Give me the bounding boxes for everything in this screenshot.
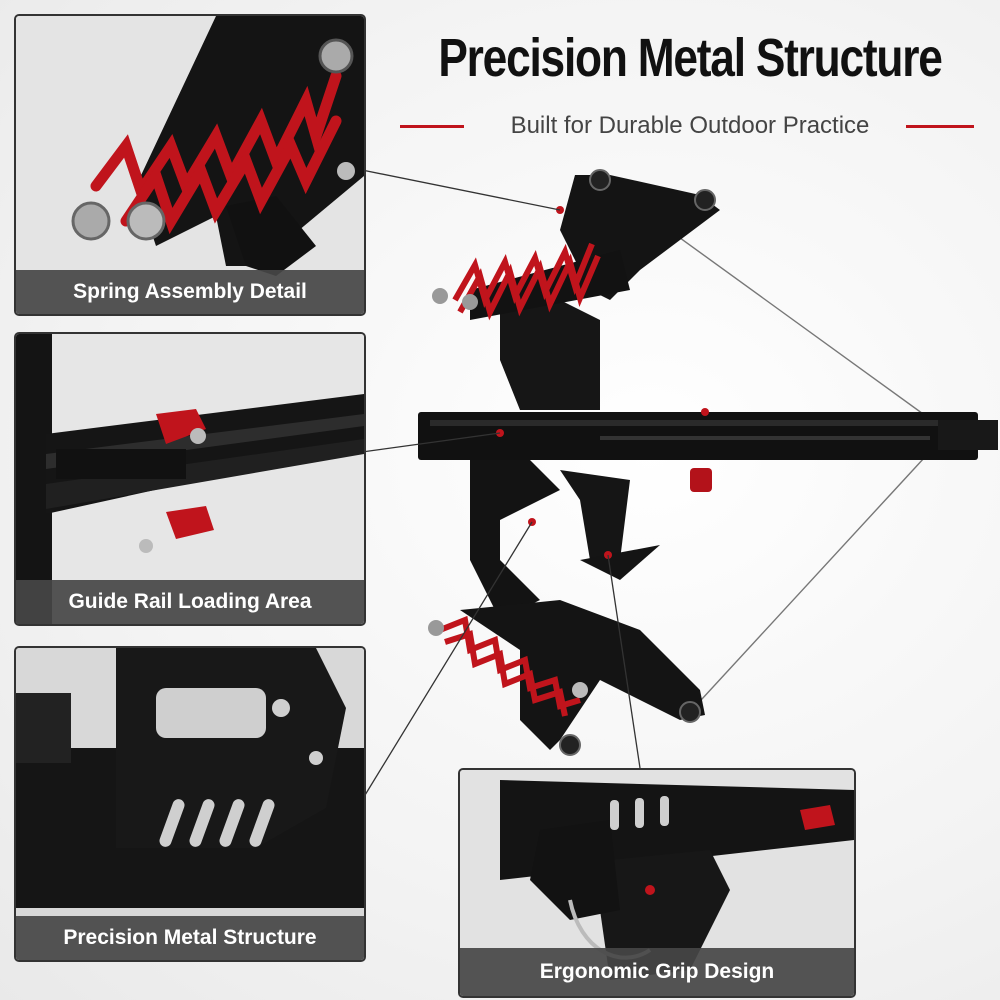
header: Precision Metal Structure Built for Dura… bbox=[380, 18, 1000, 139]
spring-assembly-image bbox=[16, 16, 364, 314]
caption-metal-structure: Precision Metal Structure bbox=[16, 916, 364, 960]
panel-ergonomic-grip: Ergonomic Grip Design bbox=[458, 768, 856, 998]
caption-guide-rail: Guide Rail Loading Area bbox=[16, 580, 364, 624]
page-subtitle: Built for Durable Outdoor Practice bbox=[510, 112, 870, 139]
subtitle-divider-left bbox=[400, 125, 464, 128]
caption-spring-assembly: Spring Assembly Detail bbox=[16, 270, 364, 314]
panel-spring-assembly: Spring Assembly Detail bbox=[14, 14, 366, 316]
subtitle-row: Built for Durable Outdoor Practice bbox=[380, 106, 1000, 146]
page-title: Precision Metal Structure bbox=[438, 28, 942, 88]
subtitle-divider-right bbox=[906, 125, 974, 128]
metal-structure-image bbox=[16, 648, 364, 960]
caption-ergonomic-grip: Ergonomic Grip Design bbox=[460, 948, 854, 996]
panel-guide-rail: Guide Rail Loading Area bbox=[14, 332, 366, 626]
panel-metal-structure: Precision Metal Structure bbox=[14, 646, 366, 962]
guide-rail-image bbox=[16, 334, 364, 624]
